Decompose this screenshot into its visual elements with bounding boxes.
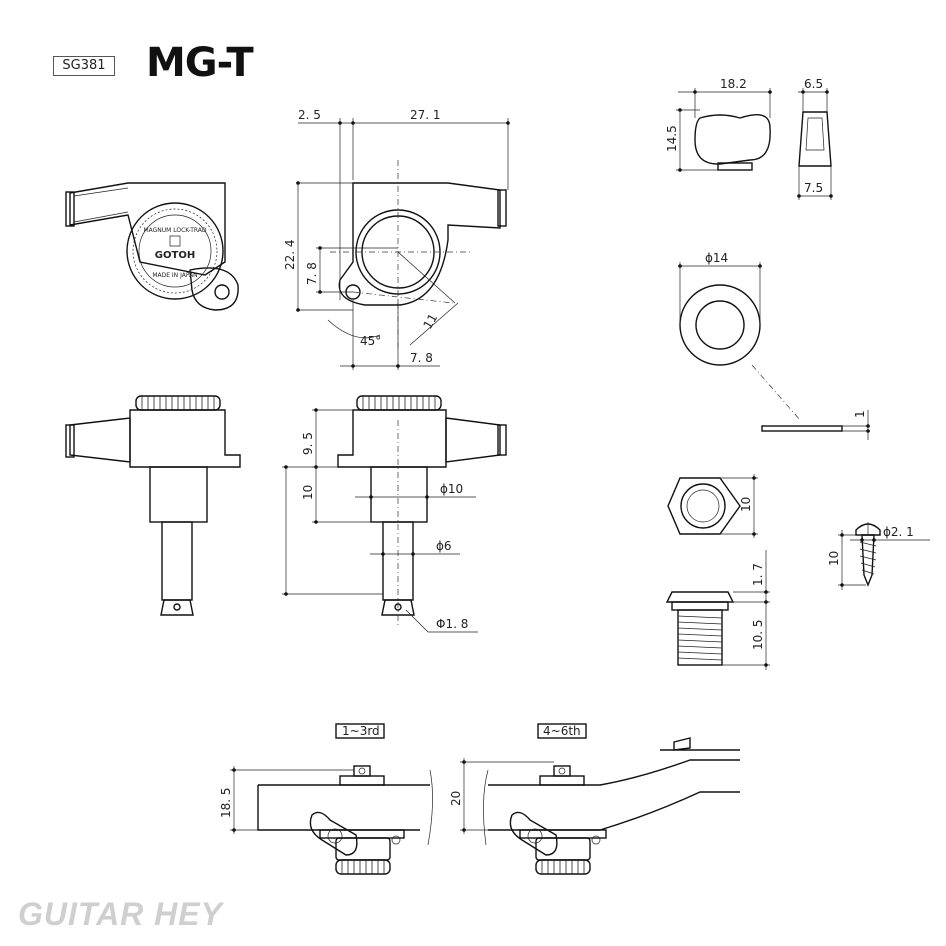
dim-height-20: 20 [449, 791, 463, 806]
screw-drawing: 10 ϕ2. 1 [827, 522, 930, 590]
bushing-drawing: 1. 7 10. 5 [665, 550, 770, 670]
knob-bottom-text: MADE IN JAPAN [152, 272, 197, 279]
headstock-view-4-6: 4~6th 20 [449, 723, 740, 875]
dim-22-4: 22. 4 [283, 239, 297, 270]
dim-27-1: 27. 1 [410, 108, 441, 122]
washer-drawing: ϕ14 1 [678, 251, 870, 440]
dim-washer-thickness: 1 [853, 410, 867, 418]
button-drawings: 18.2 14.5 6.5 7.5 [665, 77, 833, 200]
model-code-box: SG381 [53, 56, 115, 76]
dim-phi-1-8: Φ1. 8 [436, 617, 468, 631]
dim-10-vertical: 10 [301, 485, 315, 500]
nut-drawing: 10 [667, 474, 758, 538]
model-name-title: MG-T [146, 40, 254, 86]
label-position-4-6: 4~6th [543, 724, 581, 738]
tuner-front-view: GOTOH MAGNUM LOCK-TRAD MADE IN JAPAN [65, 182, 239, 311]
dim-9-5: 9. 5 [301, 432, 315, 455]
dim-button-side-bottom: 7.5 [804, 181, 823, 195]
tuner-side-view [65, 395, 241, 616]
dim-button-width: 18.2 [720, 77, 747, 91]
dim-bushing-top: 1. 7 [751, 563, 765, 586]
dim-bushing-height: 10. 5 [751, 619, 765, 650]
watermark-text: GUITAR HEY [18, 896, 223, 932]
dim-button-side-top: 6.5 [804, 77, 823, 91]
label-position-1-3: 1~3rd [342, 724, 380, 738]
dim-7-8-vertical: 7. 8 [305, 262, 319, 285]
dim-button-height: 14.5 [665, 125, 679, 152]
tuner-outline-dimensioned: 2. 5 27. 1 22. 4 7. 8 11 45° 7. 8 [283, 108, 510, 370]
dim-phi-6: ϕ6 [436, 539, 452, 553]
dim-screw-diameter: ϕ2. 1 [883, 525, 914, 539]
dim-11: 11 [420, 311, 440, 331]
knob-top-text: MAGNUM LOCK-TRAD [143, 227, 206, 234]
dim-screw-length: 10 [827, 551, 841, 566]
knob-brand-text: GOTOH [155, 250, 195, 261]
dim-phi-10: ϕ10 [440, 482, 463, 496]
dim-washer-diameter: ϕ14 [705, 251, 728, 265]
dim-nut-width: 10 [739, 497, 753, 512]
tuner-side-dimensioned: 9. 5 10 ϕ10 ϕ6 Φ1. 8 [282, 395, 507, 633]
dim-height-18-5: 18. 5 [219, 787, 233, 818]
dim-45-degree: 45° [360, 334, 381, 348]
dim-2-5: 2. 5 [298, 108, 321, 122]
headstock-view-1-3: 1~3rd 18. 5 [219, 723, 433, 875]
dim-7-8-horizontal: 7. 8 [410, 351, 433, 365]
